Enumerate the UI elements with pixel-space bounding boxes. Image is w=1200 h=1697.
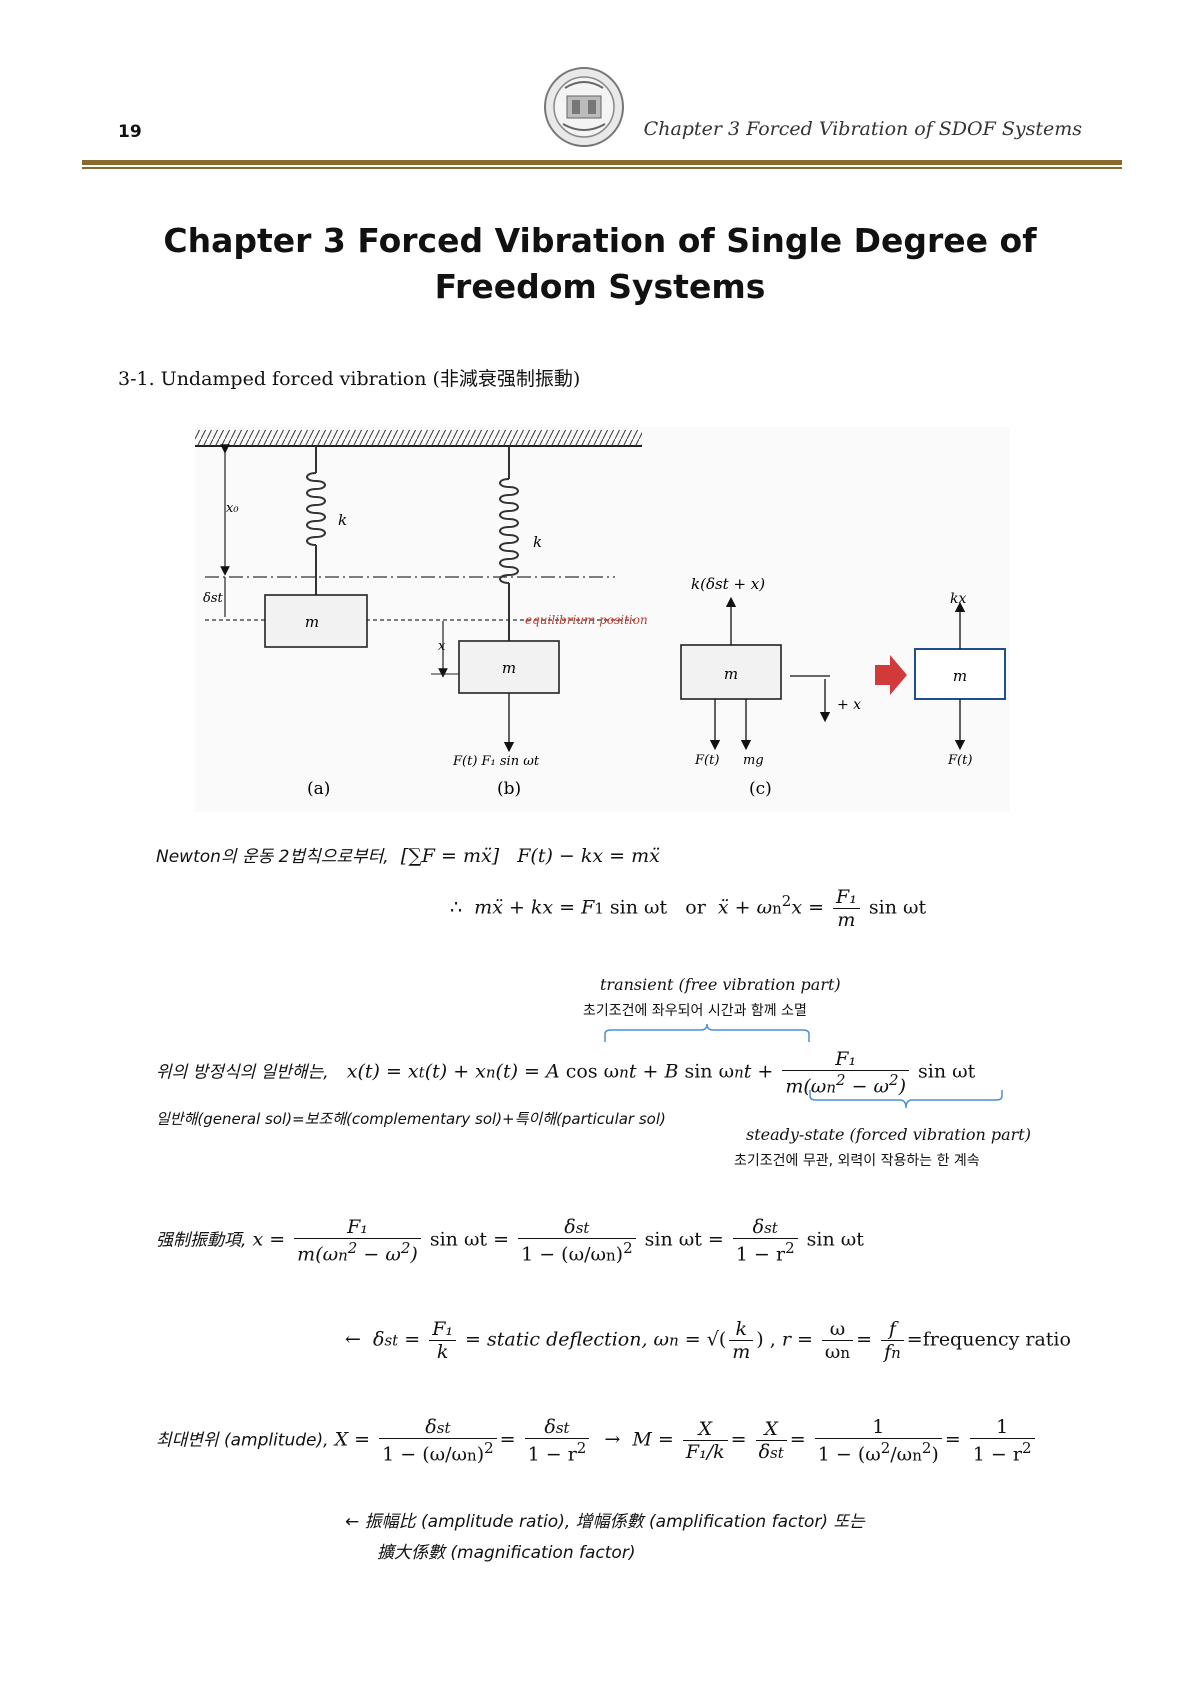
label-m-a: m	[305, 613, 319, 631]
caption-b: (b)	[497, 779, 521, 799]
ratio-note-line2: 擴大係數 (magnification factor)	[377, 1543, 636, 1563]
running-title: Chapter 3 Forced Vibration of SDOF Syste…	[643, 118, 1082, 140]
red-arrow-icon	[875, 655, 907, 695]
transient-title: transient (free vibration part)	[600, 975, 841, 994]
label-m-c2: m	[953, 667, 967, 685]
general-sol-note: 일반해(general sol)=보조해(complementary sol)+…	[156, 1110, 666, 1128]
caption-c: (c)	[749, 779, 772, 799]
section-heading: 3-1. Undamped forced vibration (非減衰强制振動)	[118, 368, 581, 390]
label-delta-st: δst	[203, 591, 223, 606]
header-rule-thin	[82, 167, 1122, 169]
label-plus-x: + x	[837, 697, 861, 713]
label-m-b: m	[502, 659, 516, 677]
spring-b	[499, 446, 519, 641]
page-number: 19	[118, 122, 142, 142]
label-kx: kx	[950, 591, 966, 607]
university-seal-logo	[544, 67, 624, 147]
steady-title: steady-state (forced vibration part)	[746, 1125, 1031, 1144]
label-equilibrium: equilibrium position	[525, 613, 648, 627]
chapter-title: Chapter 3 Forced Vibration of Single Deg…	[163, 221, 1037, 306]
transient-desc: 초기조건에 좌우되어 시간과 함께 소멸	[583, 1003, 807, 1019]
transient-bracket	[604, 1023, 810, 1042]
label-k-a: k	[338, 511, 347, 529]
caption-a: (a)	[307, 779, 330, 799]
general-solution: 위의 방정식의 일반해는, x(t) = xt(t) + xn(t) = A c…	[156, 1048, 976, 1098]
label-x0: x₀	[226, 501, 239, 516]
label-mg: mg	[743, 753, 764, 768]
spring-mass-figure: k x₀ δst equilibrium position m k x m F(…	[195, 427, 1010, 812]
label-ft-c2: F(t)	[947, 753, 972, 768]
steady-desc: 초기조건에 무관, 외력이 작용하는 한 계속	[734, 1153, 980, 1169]
newton-equation: Newton의 운동 2법칙으로부터, [∑F = mẍ] F(t) − kx …	[156, 845, 660, 867]
steady-bracket	[809, 1090, 1003, 1109]
label-m-c: m	[724, 665, 738, 683]
spring-a	[306, 446, 326, 595]
header-rule	[82, 160, 1122, 165]
label-ft-c: F(t)	[694, 753, 719, 768]
label-force-b: F(t) F₁ sin ωt	[452, 754, 540, 769]
label-spring-force: k(δst + x)	[691, 575, 765, 593]
label-k-b: k	[533, 533, 542, 551]
ratio-note-line1: ← 振幅比 (amplitude ratio), 增幅係數 (amplifica…	[345, 1512, 865, 1532]
label-x-b: x	[438, 639, 446, 654]
